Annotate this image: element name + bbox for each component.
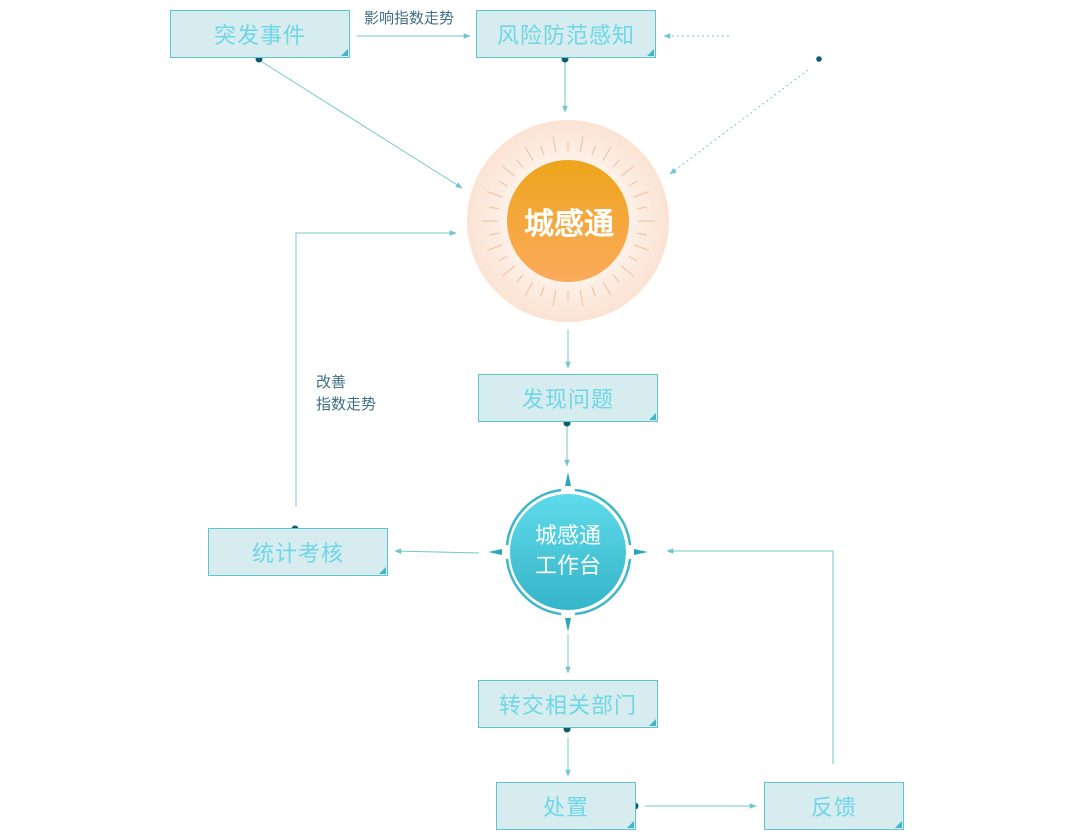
hub-platform-label: 城感通 工作台 xyxy=(510,494,626,610)
sun-tick xyxy=(633,244,650,251)
node-discover-problem: 发现问题 xyxy=(478,374,658,422)
sun-tick xyxy=(621,165,635,177)
hub-sun-label: 城感通 xyxy=(508,160,630,282)
sun-tick xyxy=(636,206,647,210)
node-statistics-label: 统计考核 xyxy=(251,542,344,567)
sun-tick xyxy=(621,265,635,277)
node-handle-label: 处置 xyxy=(542,796,589,821)
corner-mark xyxy=(379,567,386,574)
sun-tick xyxy=(612,274,620,283)
platform-hub-core xyxy=(510,494,626,610)
sun-tick xyxy=(524,281,534,296)
sun-tick xyxy=(486,191,503,198)
sun-tick xyxy=(498,180,508,187)
sun-tick xyxy=(498,255,508,262)
sun-tick xyxy=(552,136,557,153)
node-sudden-event-label: 突发事件 xyxy=(213,24,306,49)
sun-tick xyxy=(579,289,584,306)
hub-platform-line1: 城感通 xyxy=(534,524,601,549)
node-sudden-event: 突发事件 xyxy=(170,10,350,58)
node-risk-perception-label: 风险防范感知 xyxy=(496,24,635,49)
node-risk-perception: 风险防范感知 xyxy=(476,10,656,58)
sun-tick xyxy=(591,286,596,297)
sun-tick xyxy=(501,265,515,277)
sun-tick xyxy=(579,136,584,153)
node-feedback: 反馈 xyxy=(764,782,904,830)
sun-tick xyxy=(591,145,596,156)
platform-hub-ring xyxy=(505,488,632,616)
sun-tick xyxy=(636,232,647,236)
sun-tick xyxy=(524,146,534,161)
corner-mark xyxy=(895,821,902,828)
sun-tick xyxy=(516,274,524,283)
sun-tick xyxy=(628,255,638,262)
corner-mark xyxy=(647,49,654,56)
hub-platform-line2: 工作台 xyxy=(534,554,601,579)
connectors xyxy=(258,33,834,809)
sun-tick xyxy=(602,146,612,161)
corner-mark xyxy=(341,49,348,56)
edge-label-improve-trend: 指数走势 xyxy=(316,395,377,413)
node-transfer-label: 转交相关部门 xyxy=(498,694,637,719)
sun-tick xyxy=(602,281,612,296)
node-discover-problem-label: 发现问题 xyxy=(521,388,614,413)
corner-mark xyxy=(627,821,634,828)
sun-tick xyxy=(628,180,638,187)
node-statistics: 统计考核 xyxy=(208,528,388,576)
edge-label-impact-trend: 影响指数走势 xyxy=(364,9,455,27)
node-handle: 处置 xyxy=(496,782,636,830)
node-feedback-label: 反馈 xyxy=(810,796,857,821)
platform-hub-pointers xyxy=(488,472,648,632)
sun-tick xyxy=(516,159,524,168)
sun-tick xyxy=(489,206,500,210)
sun-tick xyxy=(486,244,503,251)
sun-tick xyxy=(552,289,557,306)
corner-mark xyxy=(649,719,656,726)
sun-tick xyxy=(501,165,515,177)
sun-hub-ticks xyxy=(482,136,654,306)
edge-label-improve: 改善 xyxy=(316,373,347,391)
sun-tick xyxy=(633,191,650,198)
sun-tick xyxy=(540,286,545,297)
sun-hub-core xyxy=(507,160,629,282)
sun-tick xyxy=(489,232,500,236)
node-transfer: 转交相关部门 xyxy=(478,680,658,728)
sun-tick xyxy=(540,145,545,156)
sun-tick xyxy=(612,159,620,168)
hub-sun-text: 城感通 xyxy=(524,207,614,242)
corner-mark xyxy=(649,413,656,420)
